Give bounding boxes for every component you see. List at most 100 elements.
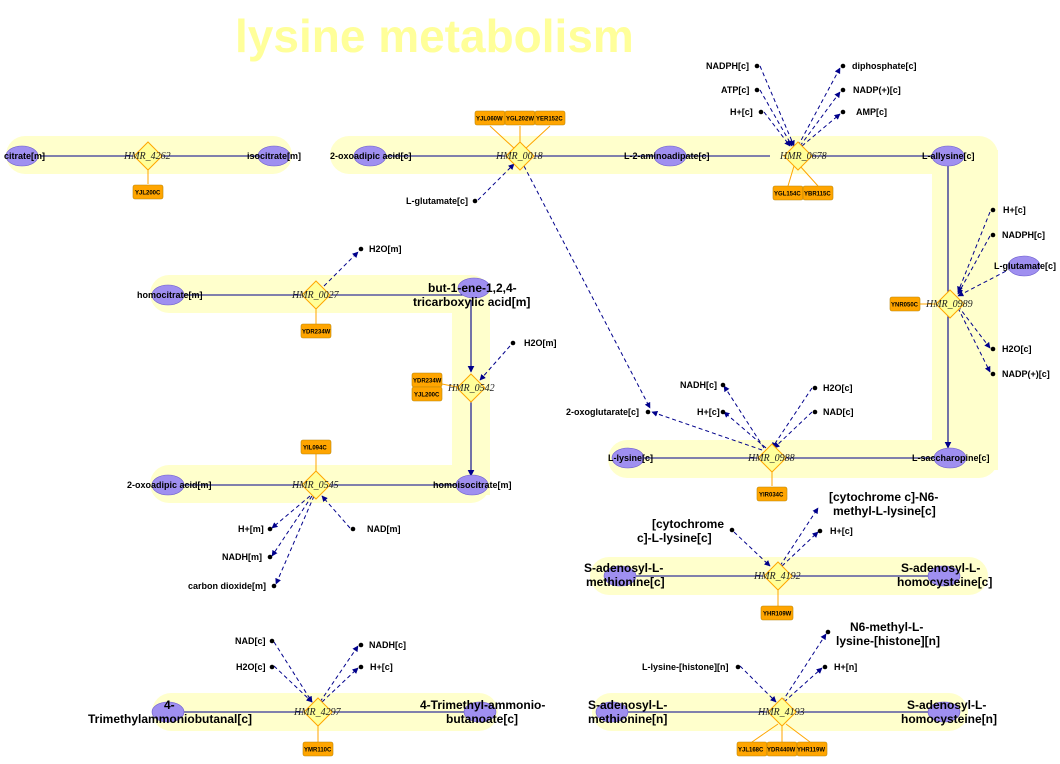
reaction-label: HMR_4192 <box>753 571 801 582</box>
metabolite-node-butene[interactable] <box>457 277 491 299</box>
metabolite-label: tricarboxylic acid[m] <box>413 295 530 309</box>
metabolite-node-tmabut[interactable] <box>463 701 497 723</box>
metabolite-label: S-adenosyl-L- <box>584 561 663 575</box>
metabolite-node-homocitrate[interactable] <box>151 284 185 306</box>
metabolite-node-lysine[interactable] <box>611 447 645 469</box>
metabolite-label: L-2-aminoadipate[c] <box>624 151 710 161</box>
metabolite-node-oxoadipic-c[interactable] <box>353 145 387 167</box>
gene-box[interactable]: YER152C <box>534 110 566 126</box>
gene-box[interactable]: YJL060W <box>474 110 506 126</box>
metabolite-label: homoisocitrate[m] <box>433 480 512 490</box>
metabolite-label: butanoate[c] <box>446 712 518 726</box>
metabolite-label: L-glutamate[c] <box>406 196 468 206</box>
svg-text:YDR440W: YDR440W <box>767 748 796 754</box>
gene-box[interactable]: YDR234W <box>300 323 332 339</box>
reaction-diamond-hmr-4193[interactable] <box>767 697 797 727</box>
metabolite-node-sah-c[interactable] <box>927 565 961 587</box>
metabolite-label: but-1-ene-1,2,4- <box>428 281 517 295</box>
metabolite-label: H+[c] <box>370 662 393 672</box>
svg-text:YER152C: YER152C <box>536 117 563 123</box>
metabolite-label: 4- <box>164 698 175 712</box>
svg-text:YGL154C: YGL154C <box>774 192 801 198</box>
svg-text:YJL200C: YJL200C <box>414 393 440 399</box>
reaction-diamond-hmr-4192[interactable] <box>763 561 793 591</box>
svg-text:YGL202W: YGL202W <box>506 117 534 123</box>
gene-box[interactable]: YDR234W <box>411 372 443 388</box>
metabolite-label: L-glutamate[c] <box>994 261 1056 271</box>
metabolite-label: homocitrate[m] <box>137 290 203 300</box>
metabolite-label: NADH[m] <box>222 552 262 562</box>
svg-text:YJL200C: YJL200C <box>135 191 161 197</box>
reaction-label: HMR_0027 <box>291 290 340 301</box>
metabolite-label: H+[c] <box>730 107 753 117</box>
gene-box[interactable]: YIL094C <box>300 439 332 455</box>
metabolite-label: homocysteine[n] <box>901 712 997 726</box>
reaction-diamond-hmr-4262[interactable] <box>133 141 163 171</box>
gene-box[interactable]: YGL202W <box>504 110 536 126</box>
reaction-nodes[interactable] <box>133 141 965 727</box>
metabolite-label: NADP(+)[c] <box>853 85 901 95</box>
metabolite-node-sam-c[interactable] <box>603 565 637 587</box>
reaction-diamond-hmr-0988[interactable] <box>757 443 787 473</box>
reaction-diamond-hmr-0678[interactable] <box>783 141 813 171</box>
metabolite-node-allysine[interactable] <box>931 145 965 167</box>
gene-box[interactable]: YMR110C <box>302 741 334 757</box>
gene-box[interactable]: YHR109W <box>760 605 794 621</box>
metabolite-node-isocitrate[interactable] <box>257 145 291 167</box>
metabolite-label: 2-oxoadipic acid[m] <box>127 480 212 490</box>
metabolite-label: H+[c] <box>1003 205 1026 215</box>
metabolite-node-homoisocitrate[interactable] <box>455 474 489 496</box>
main-reaction-lines <box>40 155 952 713</box>
metabolite-label: H2O[m] <box>524 338 557 348</box>
reaction-diamond-hmr-0989[interactable] <box>935 289 965 319</box>
metabolite-node-glutamate-c[interactable] <box>1007 255 1041 277</box>
gene-box[interactable]: YJL168C <box>736 741 768 757</box>
reaction-label: HMR_4262 <box>123 151 171 162</box>
svg-text:YHR119W: YHR119W <box>797 748 825 754</box>
side-reaction-arrows <box>271 65 1013 703</box>
reaction-diamond-hmr-0542[interactable] <box>456 373 486 403</box>
metabolite-label: homocysteine[c] <box>897 575 992 589</box>
svg-text:YBR115C: YBR115C <box>804 192 831 198</box>
metabolite-node-sah-n[interactable] <box>927 701 961 723</box>
metabolite-node-citrate[interactable] <box>5 145 39 167</box>
reaction-diamond-hmr-0018[interactable] <box>505 141 535 171</box>
reaction-label: HMR_0988 <box>747 453 795 464</box>
reaction-diamond-hmr-0027[interactable] <box>301 280 331 310</box>
gene-box[interactable]: YJL200C <box>411 386 443 402</box>
metabolite-label: c]-L-lysine[c] <box>637 531 712 545</box>
gene-box[interactable]: YHR119W <box>796 741 828 757</box>
gene-box[interactable]: YNR050C <box>889 296 921 312</box>
metabolite-nodes[interactable] <box>5 145 1041 723</box>
metabolite-label: H2O[c] <box>823 383 853 393</box>
gene-links <box>147 125 940 743</box>
metabolite-label: 2-oxoadipic acid[c] <box>330 151 412 161</box>
metabolite-label: ATP[c] <box>721 85 749 95</box>
gene-box[interactable]: YJL200C <box>132 184 164 200</box>
metabolite-label: NAD[m] <box>367 524 401 534</box>
gene-box[interactable]: YIR034C <box>756 486 788 502</box>
metabolite-label: S-adenosyl-L- <box>901 561 980 575</box>
metabolite-node-saccharopine[interactable] <box>933 447 967 469</box>
svg-text:YJL060W: YJL060W <box>476 117 503 123</box>
gene-box[interactable]: YBR115C <box>802 185 834 201</box>
metabolite-node-tmab[interactable] <box>151 701 185 723</box>
metabolite-label: NADPH[c] <box>1002 230 1045 240</box>
reaction-diamond-hmr-0545[interactable] <box>301 470 331 500</box>
metabolite-node-aminoadipate[interactable] <box>653 145 687 167</box>
svg-text:YIR034C: YIR034C <box>759 493 784 499</box>
metabolite-label: citrate[m] <box>4 151 45 161</box>
gene-box[interactable]: YDR440W <box>766 741 798 757</box>
metabolite-label: H+[c] <box>697 407 720 417</box>
metabolite-label: S-adenosyl-L- <box>588 698 667 712</box>
metabolite-label: Trimethylammoniobutanal[c] <box>88 712 252 726</box>
metabolite-label: S-adenosyl-L- <box>907 698 986 712</box>
metabolite-node-sam-n[interactable] <box>595 701 629 723</box>
gene-box[interactable]: YGL154C <box>772 185 804 201</box>
metabolite-label: H2O[c] <box>1002 344 1032 354</box>
gene-boxes[interactable]: YJL200C YJL060W YGL202W YER152C YGL154C … <box>132 110 921 757</box>
reaction-diamond-hmr-4297[interactable] <box>303 697 333 727</box>
metabolite-node-oxoadipic-m[interactable] <box>151 474 185 496</box>
